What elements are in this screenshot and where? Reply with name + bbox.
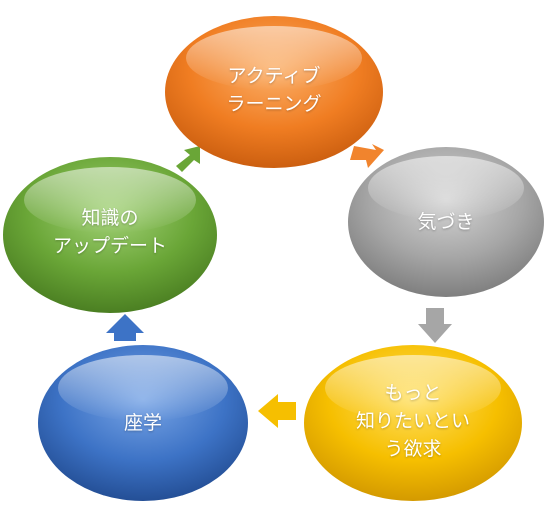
label-line: 座学 (123, 412, 162, 434)
node-active-learning-label: アクティブ ラーニング (209, 62, 339, 118)
node-active-learning (165, 16, 383, 168)
arrow-orange (350, 144, 384, 168)
node-kizuki-label: 気づき (396, 208, 496, 236)
label-line: もっと (384, 382, 442, 404)
node-update (3, 157, 217, 313)
label-line: 知識の (81, 207, 139, 229)
node-zagaku (38, 345, 248, 501)
arrow-gray (418, 308, 452, 343)
arrow-green (176, 146, 200, 172)
node-update-label: 知識の アップデート (25, 204, 195, 260)
label-line: う欲求 (384, 438, 442, 460)
label-line: 知りたいとい (355, 410, 470, 432)
label-line: アクティブ (227, 65, 321, 87)
node-zagaku-label: 座学 (93, 409, 193, 437)
label-line: 気づき (417, 211, 475, 233)
label-line: アップデート (52, 235, 167, 257)
node-kizuki (348, 147, 544, 297)
node-motto-label: もっと 知りたいとい う欲求 (338, 379, 488, 463)
label-line: ラーニング (226, 93, 322, 115)
arrow-blue (106, 314, 144, 341)
node-motto (304, 345, 522, 501)
arrow-yellow (258, 394, 296, 428)
